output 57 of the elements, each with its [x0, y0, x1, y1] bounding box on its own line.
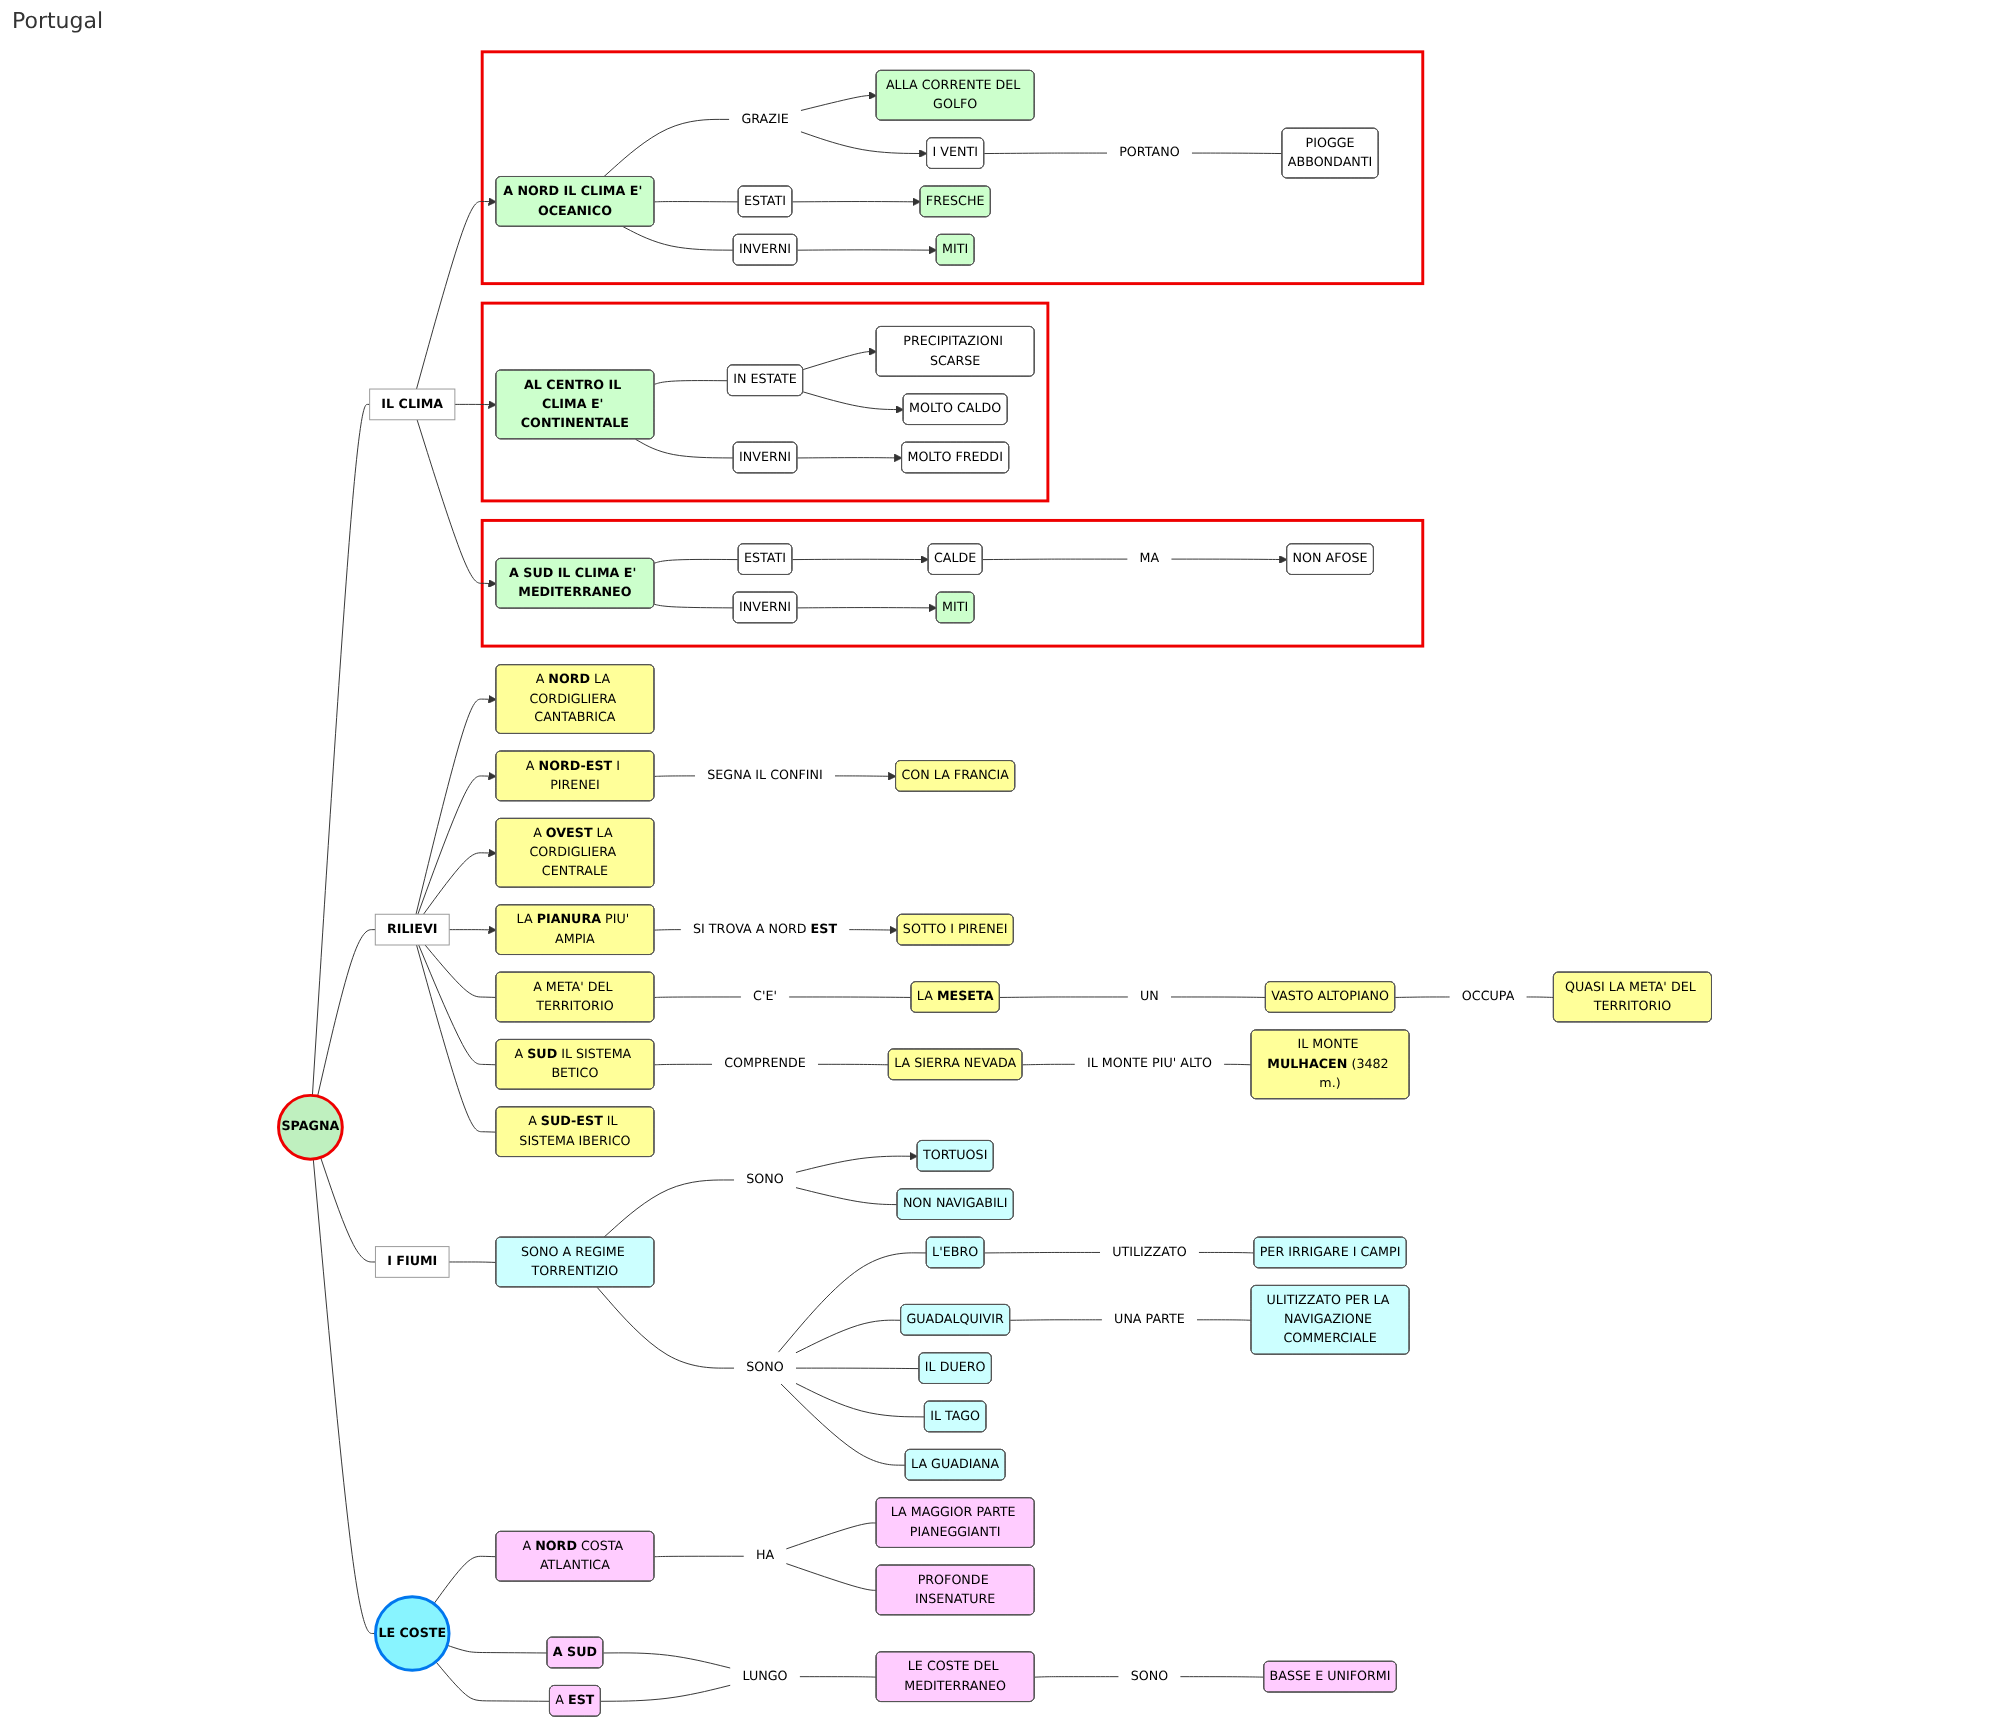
connector: [603, 1179, 736, 1239]
connector: [1009, 1319, 1103, 1321]
connector: [317, 929, 376, 1097]
connector: [1022, 1063, 1076, 1066]
connector: [999, 996, 1129, 998]
connector: [1190, 152, 1283, 155]
connector: [788, 996, 912, 998]
connector: [1034, 1676, 1120, 1678]
connector: [653, 996, 742, 998]
connector: [602, 1652, 732, 1669]
connector: [603, 118, 731, 178]
connector: [433, 1555, 497, 1605]
connector: [312, 1158, 376, 1634]
connector: [795, 1319, 902, 1354]
connector: [984, 1251, 1101, 1254]
connector: [653, 1063, 714, 1066]
cluster: [480, 518, 1425, 648]
connector: [1394, 996, 1451, 998]
connector: [653, 558, 740, 564]
connector: [795, 1187, 898, 1206]
connector: [653, 929, 682, 931]
connector: [653, 1555, 745, 1558]
connector: [795, 1382, 926, 1418]
connector: [653, 775, 697, 777]
map-label: Portugal: [12, 8, 104, 34]
connector: [653, 603, 735, 609]
connector: [1196, 1319, 1252, 1321]
connector: [446, 1644, 548, 1654]
connector: [785, 1562, 878, 1591]
connector: [795, 1367, 920, 1370]
connector: [448, 1261, 497, 1263]
connector: [596, 1286, 736, 1369]
connector: [1170, 996, 1267, 998]
connector: [777, 1252, 928, 1354]
connector: [982, 558, 1129, 561]
connector: [1179, 1676, 1265, 1678]
connector: [418, 944, 497, 1066]
connector: [653, 201, 740, 203]
connector: [320, 1157, 376, 1263]
connector: [1525, 996, 1555, 998]
connector: [785, 1522, 878, 1550]
connector: [1223, 1063, 1252, 1066]
connector: [798, 1676, 878, 1678]
connector: [780, 1383, 907, 1466]
connector: [983, 152, 1108, 155]
cluster: [480, 301, 1050, 503]
connector: [622, 226, 735, 251]
connector: [416, 944, 497, 1133]
connector: [635, 438, 735, 459]
connector: [435, 1661, 551, 1702]
connector: [600, 1684, 732, 1702]
connector: [817, 1063, 890, 1066]
connector: [424, 944, 497, 998]
connector: [653, 380, 729, 385]
cluster: [480, 50, 1425, 286]
connector: [311, 403, 371, 1096]
connector: [1197, 1251, 1255, 1254]
